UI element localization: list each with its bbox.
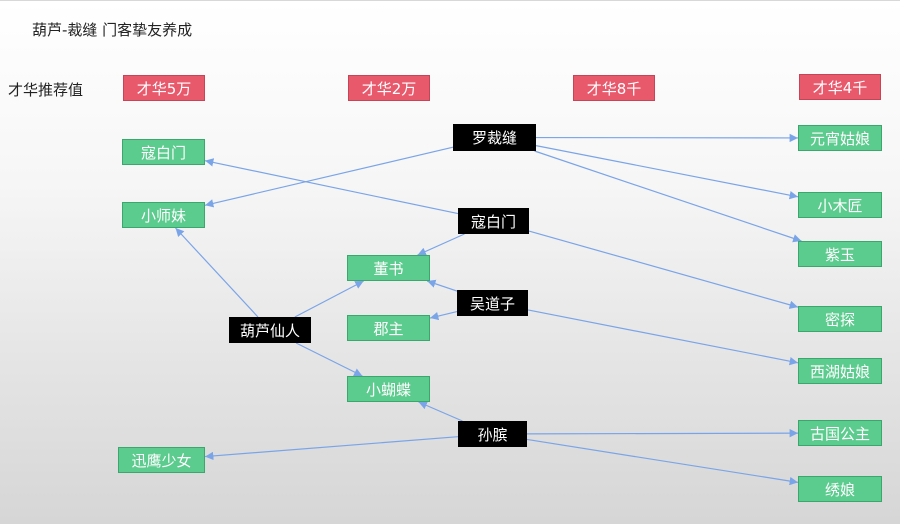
edge-luocaifeng-to-mujiang — [535, 145, 799, 200]
target-xi-hu-gu-niang: 西湖姑娘 — [798, 358, 882, 384]
diagram-title: 葫芦-裁缝 门客挚友养成 — [32, 21, 193, 39]
target-jun-zhu: 郡主 — [347, 315, 430, 341]
edge-luocaifeng-to-shimei — [204, 146, 454, 208]
row-label-talent: 才华推荐值 — [8, 81, 84, 99]
target-dong-shu: 董书 — [347, 255, 430, 281]
edge-hulu-to-hudie — [295, 342, 363, 377]
target-zi-yu: 紫玉 — [798, 241, 882, 267]
edge-koubaimen-to-dongshu — [417, 233, 465, 256]
target-xiu-niang: 绣娘 — [798, 476, 882, 502]
edge-wudaozi-to-xihu — [527, 309, 799, 366]
source-kou-bai-men: 寇白门 — [458, 208, 529, 234]
edge-sunbin-to-xiuniang — [526, 438, 799, 486]
source-wu-dao-zi: 吴道子 — [457, 290, 528, 316]
target-kou-bai-men: 寇白门 — [122, 139, 205, 165]
header-talent-4k: 才华4千 — [799, 74, 881, 100]
source-sun-bin: 孙膑 — [458, 421, 527, 447]
edge-wudaozi-to-dongshu — [426, 279, 458, 292]
target-xiao-shi-mei: 小师妹 — [122, 202, 205, 228]
edge-luocaifeng-to-ziyu — [534, 150, 802, 243]
target-xiao-hu-die: 小蝴蝶 — [347, 376, 430, 402]
edge-sunbin-to-guguo — [526, 428, 799, 438]
target-xun-ying-shao-nv: 迅鹰少女 — [118, 447, 205, 473]
edge-hulu-to-dongshu — [294, 280, 364, 318]
edge-koubaimen-to-kou — [204, 158, 459, 215]
edge-wudaozi-to-junzhu — [429, 310, 458, 321]
header-talent-20k: 才华2万 — [348, 75, 430, 101]
edge-koubaimen-to-mitan — [528, 230, 799, 309]
source-luo-cai-feng: 罗裁缝 — [453, 124, 536, 151]
target-mi-tan: 密探 — [798, 306, 882, 332]
target-gu-guo-gong-zhu: 古国公主 — [798, 420, 882, 446]
header-talent-50k: 才华5万 — [123, 75, 205, 101]
edge-sunbin-to-xunying — [204, 436, 459, 461]
target-yuan-xiao-gu-niang: 元宵姑娘 — [798, 125, 882, 151]
edge-sunbin-to-hudie — [418, 401, 463, 422]
edge-hulu-to-shimei — [175, 227, 259, 318]
source-hu-lu-xian-ren: 葫芦仙人 — [229, 317, 311, 343]
header-talent-8k: 才华8千 — [573, 75, 655, 101]
target-xiao-mu-jiang: 小木匠 — [798, 192, 882, 218]
